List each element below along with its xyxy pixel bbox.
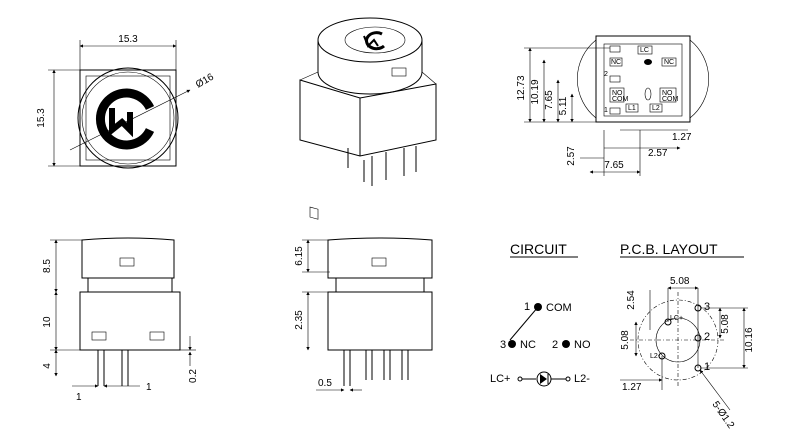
pin-number-1: 1 [604, 107, 608, 114]
front-view: 8.5 10 4 1 1 0.2 [42, 237, 199, 403]
hole-label-1: 1 [704, 361, 710, 373]
diameter-dim-text: Ø16 [194, 71, 216, 90]
pcb-dim-1-27: 1.27 [622, 382, 642, 393]
front-dim-0-2: 0.2 [188, 369, 199, 383]
pcb-dim-10-16: 10.16 [744, 327, 755, 352]
pin-label-lc: LC [640, 47, 649, 54]
front-dim-10: 10 [42, 316, 53, 328]
dim-7-65-horizontal: 7.65 [604, 160, 624, 171]
pin-label-nc-right: NC [664, 59, 674, 66]
circuit-title: CIRCUIT [510, 241, 567, 257]
pin-label-no-left: NO [612, 90, 623, 97]
pin-label-l1: L1 [628, 105, 636, 112]
pin-label-com-left: COM [612, 96, 629, 103]
isometric-view [299, 17, 437, 220]
hole-leader [699, 369, 731, 411]
cap-outer-circle [77, 67, 179, 169]
profile-dim-0-5: 0.5 [318, 378, 332, 389]
profile-dim-6-15: 6.15 [294, 246, 305, 266]
profile-dim-2-35: 2.35 [294, 310, 305, 330]
pcb-dim-5-08-right: 5.08 [720, 314, 731, 334]
nc-label: NC [520, 339, 536, 351]
pcb-title: P.C.B. LAYOUT [620, 241, 718, 257]
cap-inner-circle [81, 71, 175, 165]
logo-icon [95, 88, 155, 150]
side-body-outline [595, 35, 691, 123]
pin-label-com-right: COM [662, 96, 679, 103]
front-dim-1-left: 1 [76, 392, 82, 403]
width-dim-text: 15.3 [118, 34, 138, 45]
switch-lever [509, 306, 539, 341]
no-terminal [562, 340, 570, 348]
front-dim-1-right: 1 [146, 382, 152, 393]
dim-5-11: 5.11 [558, 96, 569, 115]
cap-side [317, 40, 423, 95]
led-plus-label: LC+ [490, 373, 511, 385]
profile-view: 6.15 2.35 0.5 [294, 237, 433, 392]
front-dim-4: 4 [42, 363, 53, 369]
cap-top-ellipse [317, 17, 423, 63]
iso-logo-icon [363, 31, 386, 51]
pcb-dim-2-54: 2.54 [626, 290, 637, 310]
no-label: NO [574, 339, 591, 351]
led-minus-label: L2- [574, 373, 590, 385]
top-body-outline [79, 69, 177, 167]
dim-10-19: 10.19 [530, 79, 541, 104]
pin-label-no-right: NO [662, 90, 673, 97]
pcb-hole-dim: 5-Ø1.2 [710, 399, 737, 431]
com-label: COM [546, 302, 572, 314]
dim-2-57-left: 2.57 [566, 146, 577, 166]
iso-window [391, 67, 407, 77]
dim-7-65: 7.65 [544, 90, 555, 110]
nc-terminal [508, 340, 516, 348]
led-minus-hole-label: L2- [650, 353, 661, 360]
dim-2-57-right: 2.57 [648, 148, 668, 159]
pin-side-view: LC NC NC 2 NO COM NO COM L1 L2 1 12.73 1… [516, 35, 710, 176]
pcb-dim-5-08-top: 5.08 [670, 276, 690, 287]
circuit-diagram: CIRCUIT 1 COM 3 NC 2 NO LC+ L2- [490, 241, 591, 387]
front-dim-8-5: 8.5 [42, 259, 53, 273]
diameter-leader [69, 89, 191, 151]
dim-1-27: 1.27 [672, 132, 692, 143]
nc-number: 3 [500, 339, 506, 351]
front-cap [81, 237, 175, 279]
top-body-inner [85, 75, 171, 161]
front-body [79, 291, 181, 351]
pin-number-2: 2 [604, 71, 608, 78]
top-view: 15.3 15.3 Ø16 [36, 34, 216, 169]
center-dot [644, 59, 652, 65]
hole-label-3: 3 [704, 301, 710, 313]
no-number: 2 [552, 339, 558, 351]
led-oval [644, 87, 652, 101]
hole-label-2: 2 [704, 331, 710, 343]
pin-label-nc-left: NC [611, 59, 621, 66]
height-dim-text: 15.3 [36, 108, 47, 128]
iso-body [299, 79, 437, 157]
com-number: 1 [524, 301, 530, 313]
dim-12-73: 12.73 [516, 75, 527, 100]
pcb-layout: P.C.B. LAYOUT 3 2 1 LC+ L2- 2.54 5.08 5.… [620, 241, 755, 431]
pin-label-l2: L2 [652, 105, 660, 112]
iso-slot [309, 206, 319, 220]
profile-body [327, 291, 433, 351]
profile-cap [327, 237, 433, 279]
pcb-dim-5-08-left: 5.08 [620, 330, 631, 350]
led-plus-hole-label: LC+ [670, 315, 683, 322]
